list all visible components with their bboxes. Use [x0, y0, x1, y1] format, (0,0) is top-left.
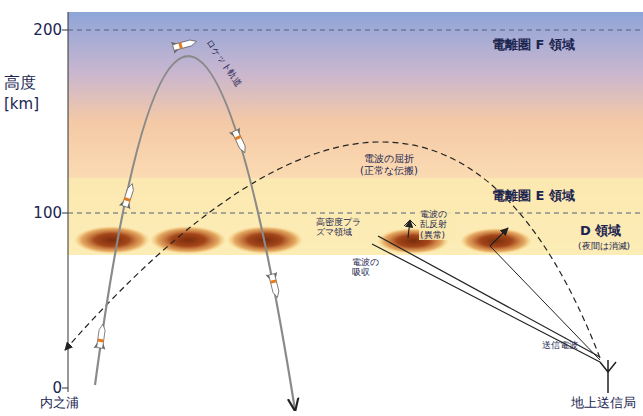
- scatter-label: 電波の 乱反射 (異常): [419, 209, 455, 240]
- region-label: D 領域: [580, 224, 621, 239]
- axis-unit: [km]: [4, 96, 39, 113]
- region-label: 電離圏 F 領域: [492, 38, 575, 53]
- wave-label: 送信電波: [542, 340, 578, 350]
- region-label: 電離圏 E 領域: [492, 189, 575, 204]
- axis-title: 高度: [4, 74, 36, 92]
- axis-value: 200: [33, 22, 62, 39]
- absorption-label: 電波の 吸収: [352, 257, 386, 278]
- place-label: 地上送信局: [571, 396, 636, 411]
- region-note: (夜間は消滅): [578, 241, 630, 251]
- axis-value: 0: [52, 380, 62, 397]
- plasma-label: 高密度プラ ズマ領域: [316, 217, 372, 238]
- axis-value: 100: [33, 205, 62, 222]
- place-label: 内之浦: [40, 396, 79, 411]
- refraction-label: 電波の屈折 (正常な伝搬): [356, 153, 422, 176]
